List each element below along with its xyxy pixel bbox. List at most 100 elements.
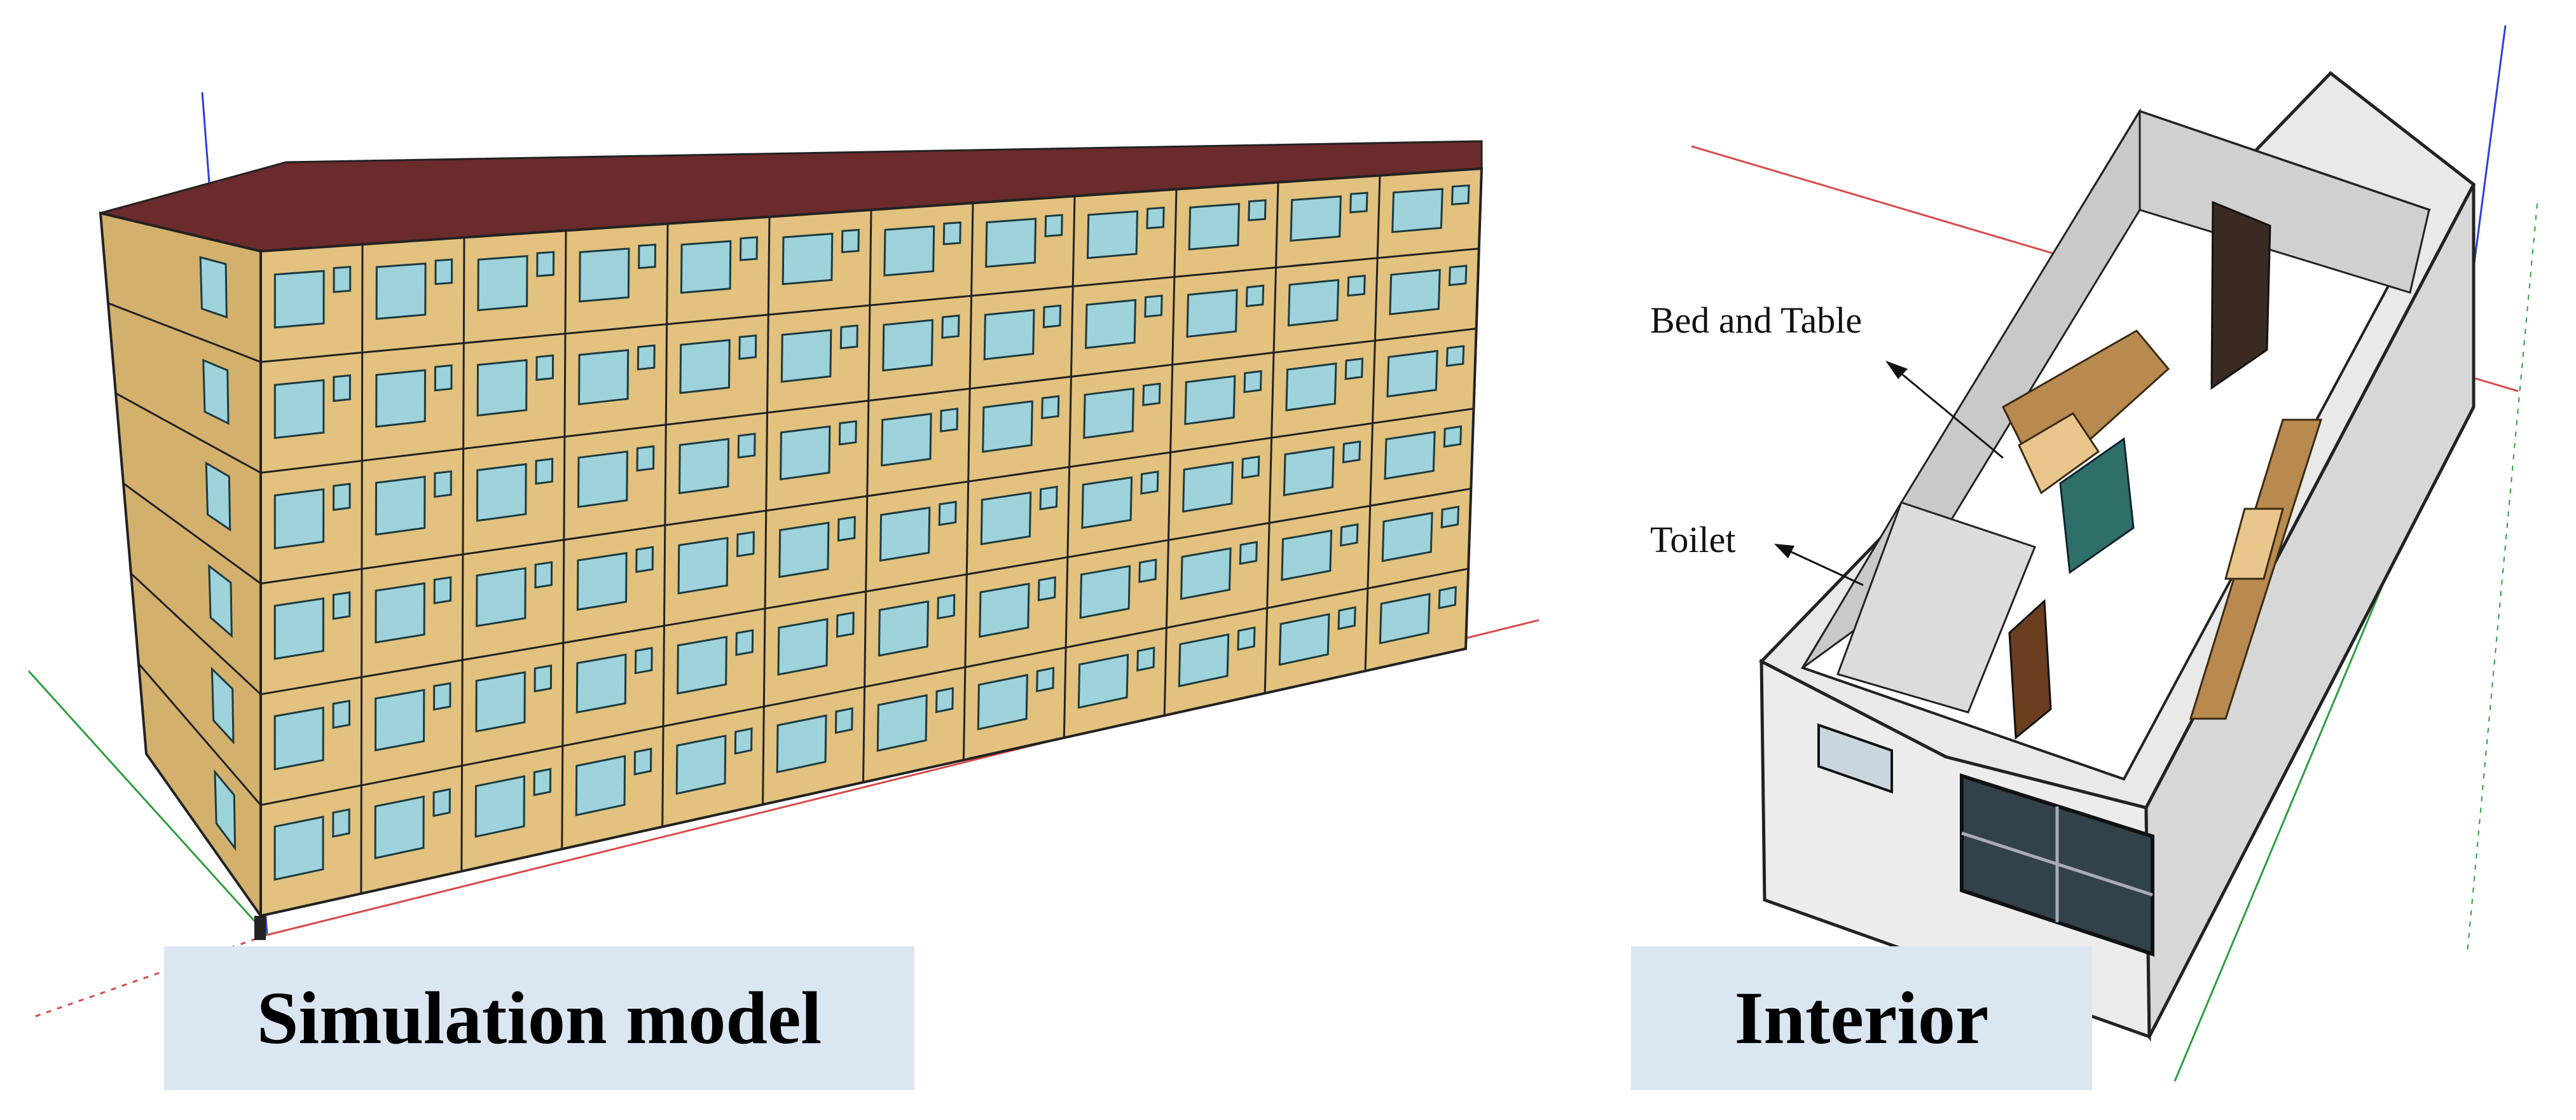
- facade-small-window: [1340, 523, 1359, 547]
- facade-small-window: [1144, 294, 1163, 318]
- facade-window: [273, 815, 324, 881]
- facade-window: [1384, 431, 1436, 480]
- facade-window: [780, 329, 832, 383]
- facade-window: [1178, 633, 1230, 688]
- facade-window: [980, 491, 1032, 546]
- facade-window: [374, 795, 425, 860]
- facade-window: [780, 425, 831, 481]
- facade-small-window: [839, 324, 858, 350]
- facade-small-window: [535, 457, 554, 485]
- facade-window: [678, 438, 730, 495]
- side-floor-divider: [130, 572, 262, 695]
- simulation-caption: Simulation model: [164, 946, 914, 1090]
- toilet-label: Toilet: [1650, 519, 1736, 560]
- facade-window: [475, 671, 526, 733]
- facade-small-window: [1237, 626, 1256, 651]
- facade-small-window: [333, 483, 351, 511]
- facade-small-window: [534, 561, 553, 589]
- facade-small-window: [737, 432, 756, 459]
- simulation-model-panel: [27, 92, 1539, 1019]
- facade-window: [983, 308, 1035, 361]
- facade-small-window: [1245, 284, 1265, 308]
- facade-window: [1188, 202, 1241, 251]
- floor-divider: [260, 247, 1479, 363]
- toilet-door: [2008, 598, 2052, 740]
- side-floor-divider: [107, 302, 261, 363]
- floor-divider: [260, 567, 1469, 806]
- interior-caption: Interior: [1631, 946, 2092, 1090]
- facade-window: [677, 635, 727, 695]
- floor-divider: [260, 408, 1474, 584]
- facade-small-window: [533, 768, 552, 796]
- facade-small-window: [735, 629, 754, 656]
- facade-window: [577, 450, 628, 508]
- facade-window: [879, 506, 931, 562]
- facade-small-window: [1239, 541, 1258, 565]
- bed-arrow-line: [1891, 364, 2004, 459]
- facade-window: [476, 359, 528, 417]
- facade-window: [882, 319, 933, 372]
- facade-small-window: [333, 265, 352, 293]
- facade-small-window: [332, 591, 351, 620]
- chair: [2224, 508, 2284, 580]
- pillow: [2018, 411, 2100, 495]
- facade-small-window: [938, 501, 957, 527]
- facade-window: [579, 247, 630, 303]
- facade-window: [677, 537, 729, 595]
- facade-window: [1283, 446, 1335, 497]
- facade-small-window: [1342, 440, 1361, 464]
- facade-small-window: [332, 808, 350, 838]
- window-transom: [1961, 831, 2153, 897]
- facade-small-window: [433, 682, 451, 711]
- facade-small-window: [1349, 191, 1368, 214]
- interior-panel: [1691, 25, 2538, 1082]
- toilet-arrow-head: [1774, 544, 1794, 558]
- facade-small-window: [333, 374, 351, 403]
- facade-window: [1285, 362, 1337, 411]
- facade-window: [375, 369, 427, 428]
- facade-window: [1379, 593, 1431, 645]
- facade-window: [1083, 387, 1135, 439]
- facade-window: [1287, 279, 1340, 327]
- facade-small-window: [1248, 199, 1267, 222]
- facade-small-window: [1448, 265, 1468, 286]
- facade-small-window: [1440, 506, 1460, 529]
- facade-window: [273, 597, 325, 660]
- red-axis-dashed: [31, 934, 268, 1019]
- facade-small-window: [534, 664, 553, 693]
- facade-window: [375, 582, 425, 644]
- back-door: [2210, 200, 2271, 390]
- facade-small-window: [1146, 206, 1165, 230]
- facade-window: [1077, 653, 1129, 709]
- facade-small-window: [940, 407, 959, 432]
- facade-window: [273, 706, 324, 771]
- facade-small-window: [1243, 370, 1262, 394]
- side-window: [214, 769, 237, 852]
- facade-small-window: [332, 700, 351, 729]
- facade-window: [782, 232, 834, 286]
- side-window: [199, 256, 228, 319]
- facade-small-window: [637, 344, 656, 371]
- facade-window: [575, 754, 626, 817]
- facade-window: [778, 522, 830, 578]
- facade-window: [1381, 511, 1433, 562]
- facade-small-window: [638, 244, 657, 270]
- facade-window: [680, 240, 732, 294]
- facade-small-window: [432, 788, 451, 817]
- facade-window: [1391, 188, 1443, 233]
- facade-small-window: [837, 516, 856, 542]
- facade-window: [273, 488, 325, 550]
- facade-small-window: [1443, 425, 1463, 448]
- facade-small-window: [1037, 576, 1056, 602]
- toilet-partition: [1836, 501, 2036, 714]
- facade-window: [1184, 375, 1236, 425]
- facade-window: [1389, 268, 1441, 315]
- bed-and-table-label: Bed and Table: [1650, 300, 1863, 341]
- facade-small-window: [1039, 485, 1058, 511]
- facade-small-window: [1041, 395, 1060, 420]
- facade-small-window: [736, 530, 755, 558]
- facade-small-window: [536, 251, 555, 277]
- facade-window: [679, 339, 731, 394]
- facade-window: [979, 583, 1030, 638]
- facade-small-window: [1337, 606, 1356, 630]
